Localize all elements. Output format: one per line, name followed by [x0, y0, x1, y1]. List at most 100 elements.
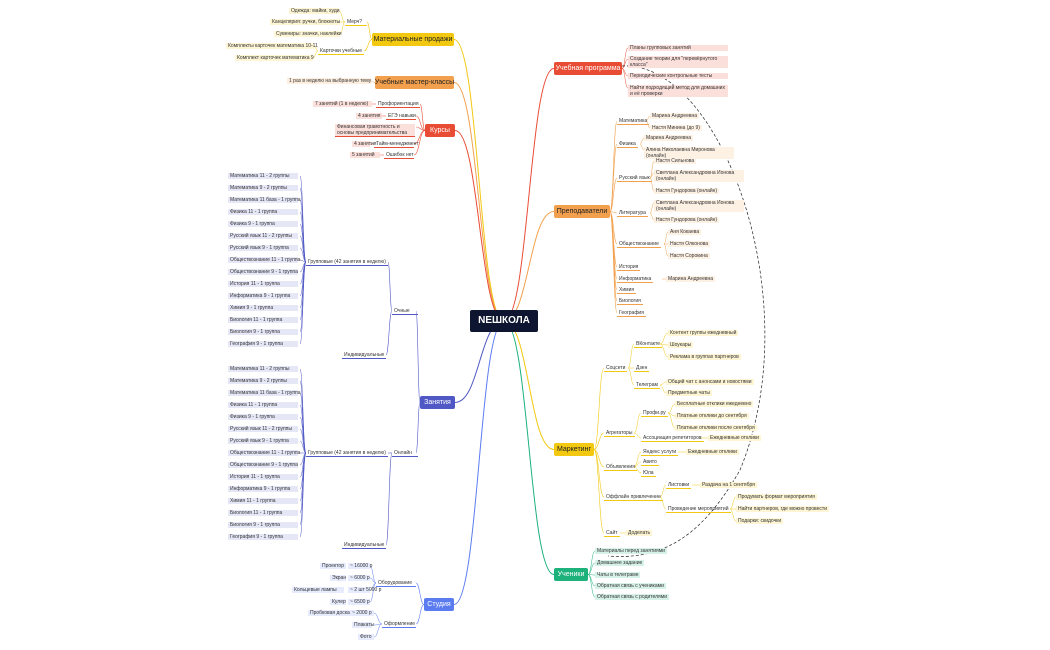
teacher-name[interactable]: Марина Андреевна — [650, 113, 700, 119]
studio-price[interactable]: ~ 6500 р — [348, 599, 370, 605]
materials-merch[interactable]: Мерч? — [345, 19, 367, 26]
studio-equipment-item[interactable]: Кольцевые лампы — [292, 587, 344, 593]
materials-cards[interactable]: Карточки учебные — [318, 48, 364, 55]
marketing-tutors-item[interactable]: Ежедневные отклики — [708, 435, 761, 441]
teacher-subject[interactable]: Химия — [617, 287, 637, 294]
branch-studio[interactable]: Студия — [424, 598, 454, 611]
class-group[interactable]: Химия 11 - 1 группа — [228, 498, 298, 504]
class-group[interactable]: География 9 - 1 группа — [228, 341, 298, 347]
student-item[interactable]: Материалы перед занятиями — [595, 548, 667, 554]
teacher-name[interactable]: Марина Андреевна — [644, 135, 694, 141]
class-group[interactable]: Математика 11 - 2 группы — [228, 366, 298, 372]
program-item[interactable]: Создание теории для "перевёрнутого класс… — [628, 56, 728, 68]
teacher-name[interactable]: Настя Гундорова (онлайн) — [654, 217, 720, 223]
branch-students[interactable]: Ученики — [554, 568, 588, 581]
materials-merch-item[interactable]: Одежда: майки, худи — [289, 8, 340, 14]
studio-decor-item[interactable]: Плакаты — [352, 622, 375, 628]
marketing-profi-item[interactable]: Бесплатные отклики ежедневно — [675, 401, 754, 407]
course-note[interactable]: 4 занятия — [352, 141, 377, 147]
studio-price[interactable]: ~ 16000 р — [348, 563, 373, 569]
course-item[interactable]: Финансовая грамотность и основы предприн… — [335, 124, 415, 137]
root-node[interactable]: NEШКОЛА — [470, 310, 538, 332]
branch-courses[interactable]: Курсы — [425, 124, 455, 137]
class-group[interactable]: Русский язык 9 - 1 группа — [228, 245, 298, 251]
class-group[interactable]: Русский язык 9 - 1 группа — [228, 438, 298, 444]
studio-equipment-item[interactable]: Экран — [330, 575, 347, 581]
branch-program[interactable]: Учебная программа — [554, 62, 622, 75]
course-note[interactable]: 7 занятий (1 в неделю) — [313, 101, 372, 107]
class-group[interactable]: Информатика 9 - 1 группа — [228, 293, 298, 299]
marketing-site[interactable]: Сайт — [604, 530, 620, 537]
marketing-offline[interactable]: Оффлайн привлечение — [604, 494, 663, 501]
classes-online-groups[interactable]: Групповые (42 занятия в неделю) — [306, 450, 388, 457]
marketing-profi[interactable]: Профи.ру — [641, 410, 668, 417]
marketing-yandex-item[interactable]: Ежедневные отклики — [686, 449, 739, 455]
marketing-aggregators[interactable]: Агрегаторы — [604, 430, 635, 437]
class-group[interactable]: Биология 9 - 1 группа — [228, 522, 298, 528]
teacher-name[interactable]: Марина Андреевна — [666, 276, 716, 282]
marketing-social[interactable]: Соцсети — [604, 365, 628, 372]
studio-decor-item[interactable]: Фото — [358, 634, 374, 640]
marketing-telegram[interactable]: Телеграм — [634, 382, 660, 389]
teacher-subject[interactable]: Биология — [617, 298, 643, 305]
marketing-events-item[interactable]: Найти партнеров, где можно провести — [736, 506, 830, 512]
marketing-vk-item[interactable]: Шоукары — [668, 342, 694, 348]
program-item[interactable]: Планы групповых занятий — [628, 45, 728, 51]
teacher-name[interactable]: Аня Кокаева — [668, 229, 702, 235]
class-group[interactable]: Физика 11 - 1 группа — [228, 209, 298, 215]
marketing-dzen[interactable]: Дзен — [634, 365, 650, 372]
marketing-tutors[interactable]: Ассоциация репетиторов — [641, 435, 704, 442]
studio-equipment-item[interactable]: Проектор — [320, 563, 346, 569]
course-item[interactable]: Тайм-менеджмент — [374, 141, 419, 148]
class-group[interactable]: Физика 9 - 1 группа — [228, 221, 298, 227]
marketing-telegram-item[interactable]: Общий чат с анонсами и новостями — [666, 379, 754, 385]
studio-price[interactable]: ~ 6000 р — [348, 575, 370, 581]
class-group[interactable]: История 11 - 1 группа — [228, 474, 298, 480]
teacher-subject[interactable]: Обществознание — [617, 241, 661, 248]
marketing-vk-item[interactable]: Контент группы ежедневный — [668, 330, 739, 336]
branch-materials[interactable]: Материальные продажи — [372, 33, 454, 46]
teacher-name[interactable]: Настя Гундорова (онлайн) — [654, 188, 720, 194]
branch-teachers[interactable]: Преподаватели — [554, 205, 610, 218]
studio-equipment-item[interactable]: Кулер — [330, 599, 346, 605]
marketing-yandex[interactable]: Яндекс услуги — [641, 449, 679, 456]
marketing-flyers-item[interactable]: Раздача на 1 сентября — [700, 482, 757, 488]
teacher-subject[interactable]: Русский язык — [617, 175, 652, 182]
marketing-profi-item[interactable]: Платные отклики после сентября — [675, 425, 757, 431]
branch-classes[interactable]: Занятия — [420, 396, 455, 409]
course-item[interactable]: Профориентация — [376, 101, 420, 108]
class-group[interactable]: Русский язык 11 - 2 группы — [228, 233, 298, 239]
marketing-telegram-item[interactable]: Предметные чаты — [666, 390, 712, 396]
class-group[interactable]: Биология 11 - 1 группа — [228, 510, 298, 516]
class-group[interactable]: Информатика 9 - 1 группа — [228, 486, 298, 492]
class-group[interactable]: География 9 - 1 группа — [228, 534, 298, 540]
materials-merch-item[interactable]: Сувениры: значки, наклейки — [274, 31, 342, 37]
branch-marketing[interactable]: Маркетинг — [554, 443, 594, 456]
materials-cards-item[interactable]: Комплект карточек математика 9 — [235, 55, 314, 61]
course-item[interactable]: ЕГЭ навыки — [386, 113, 416, 120]
teacher-subject[interactable]: Информатика — [617, 276, 654, 283]
materials-merch-item[interactable]: Канцелярия: ручки, блокноты — [270, 19, 341, 25]
teacher-name[interactable]: Светлана Александровна Ионова (онлайн) — [654, 170, 744, 182]
class-group[interactable]: Математика 11 база - 1 группа — [228, 390, 301, 396]
teacher-name[interactable]: Настя Сильнова — [654, 158, 697, 164]
branch-masterclass[interactable]: Учебные мастер-классы — [375, 76, 454, 89]
marketing-events[interactable]: Проведение мероприятий — [666, 506, 731, 513]
marketing-vk[interactable]: ВКонтакте — [634, 341, 663, 348]
teacher-name[interactable]: Настя Олконова — [668, 241, 710, 247]
classes-offline-individual[interactable]: Индивидуальные — [342, 352, 386, 359]
classes-offline-groups[interactable]: Групповые (42 занятия в неделю) — [306, 259, 388, 266]
teacher-subject[interactable]: Физика — [617, 141, 638, 148]
student-item[interactable]: Обратная связь с родителями — [595, 594, 669, 600]
teacher-subject[interactable]: Математика — [617, 118, 650, 125]
class-group[interactable]: Обществознание 11 - 1 группа — [228, 450, 301, 456]
class-group[interactable]: Обществознание 11 - 1 группа — [228, 257, 301, 263]
classes-online[interactable]: Онлайн — [392, 450, 418, 457]
class-group[interactable]: Математика 9 - 2 группы — [228, 185, 298, 191]
course-note[interactable]: 4 занятия — [356, 113, 382, 119]
teacher-subject[interactable]: Литература — [617, 210, 648, 217]
marketing-ads[interactable]: Объявления — [604, 464, 637, 471]
course-note[interactable]: 5 занятий — [350, 152, 380, 158]
studio-price[interactable]: ~ 2000 р — [350, 610, 374, 616]
class-group[interactable]: История 11 - 1 группа — [228, 281, 298, 287]
